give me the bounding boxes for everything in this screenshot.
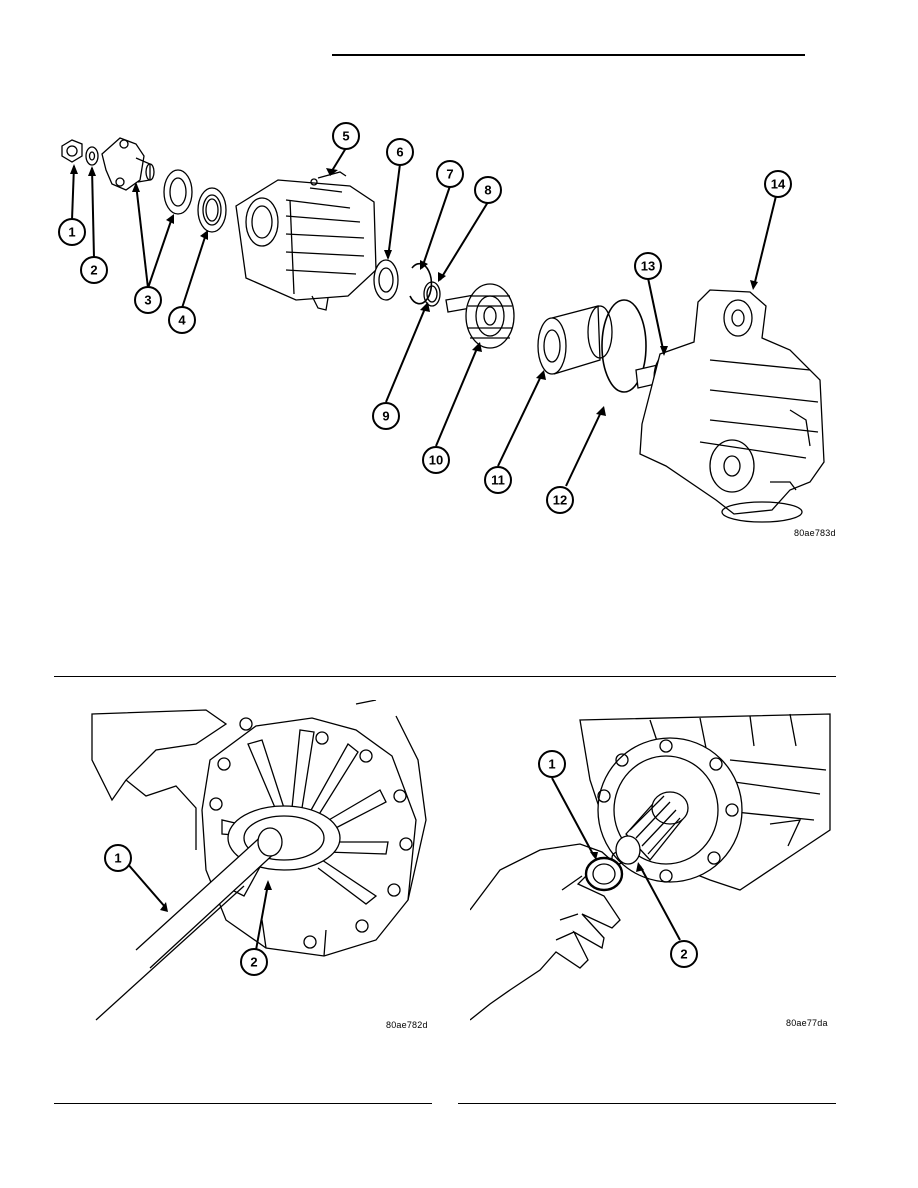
callout-label-1: 1	[68, 225, 75, 240]
seal-installer-illustration: 1 2	[91, 700, 427, 1021]
callout-label-11: 11	[491, 473, 505, 488]
callout-2	[240, 948, 268, 976]
callout-1	[538, 750, 566, 778]
rear-housing-part	[639, 289, 825, 523]
callout-2	[80, 256, 108, 284]
callout-label-6: 6	[396, 145, 403, 160]
figure-code: 80ae783d	[794, 528, 836, 538]
callout-11	[484, 466, 512, 494]
o-ring	[584, 856, 624, 892]
drum-part	[537, 305, 613, 375]
o-ring-install-illustration: 1 2	[470, 713, 831, 1021]
callout-leaders	[71, 147, 777, 487]
housing-bolts	[209, 717, 413, 949]
callout-7	[436, 160, 464, 188]
callout-label-14: 14	[771, 177, 786, 192]
flange-yoke-part	[101, 137, 155, 191]
callout-14	[764, 170, 792, 198]
callout-12	[546, 486, 574, 514]
callout-label-10: 10	[429, 453, 443, 468]
figure-code: 80ae782d	[386, 1020, 428, 1030]
callout-1	[58, 218, 86, 246]
exploded-view-illustration: 1 2 3 4 5 6 7 8 9 10 11 12 13 14	[58, 122, 825, 523]
dust-shield-part	[163, 169, 193, 215]
technician-hand	[470, 843, 621, 1021]
callout-label-2: 2	[90, 263, 97, 278]
header-rule	[332, 54, 805, 56]
callout-label-9: 9	[382, 409, 389, 424]
callout-1	[104, 844, 132, 872]
exploded-view-figure: 1 2 3 4 5 6 7 8 9 10 11 12 13 14 80ae783…	[50, 110, 850, 550]
callout-label-2: 2	[250, 955, 257, 970]
callout-label-8: 8	[484, 183, 491, 198]
callout-4	[168, 306, 196, 334]
front-housing-part	[235, 171, 377, 311]
o-ring-install-figure: 1 2 80ae77da	[470, 700, 836, 1040]
bearing-part	[373, 259, 399, 301]
seal-part	[197, 187, 227, 233]
section-divider	[54, 676, 836, 677]
bottom-left-rule	[54, 1103, 432, 1104]
callout-8	[474, 176, 502, 204]
callout-label-3: 3	[144, 293, 151, 308]
bottom-right-rule	[458, 1103, 836, 1104]
retaining-ring-part	[423, 281, 441, 307]
callout-6	[386, 138, 414, 166]
callout-10	[422, 446, 450, 474]
o-ring-part	[601, 299, 647, 393]
callout-label-1: 1	[114, 851, 121, 866]
callout-label-12: 12	[553, 493, 567, 508]
callout-label-5: 5	[342, 129, 349, 144]
callout-13	[634, 252, 662, 280]
callout-label-2: 2	[680, 947, 687, 962]
washer-part	[85, 146, 99, 166]
callout-5	[332, 122, 360, 150]
figure-code: 80ae77da	[786, 1018, 828, 1028]
callout-3	[134, 286, 162, 314]
nut-part	[61, 139, 83, 163]
seal-installer-figure: 1 2 80ae782d	[56, 700, 436, 1040]
callout-label-1: 1	[548, 757, 555, 772]
callout-label-4: 4	[178, 313, 186, 328]
callout-2	[670, 940, 698, 968]
callout-9	[372, 402, 400, 430]
callout-label-7: 7	[446, 167, 453, 182]
clutch-gear-part	[465, 283, 515, 349]
housing-ribs	[221, 729, 389, 905]
callout-arrowheads	[70, 164, 758, 416]
callouts	[58, 122, 792, 514]
callout-label-13: 13	[641, 259, 655, 274]
